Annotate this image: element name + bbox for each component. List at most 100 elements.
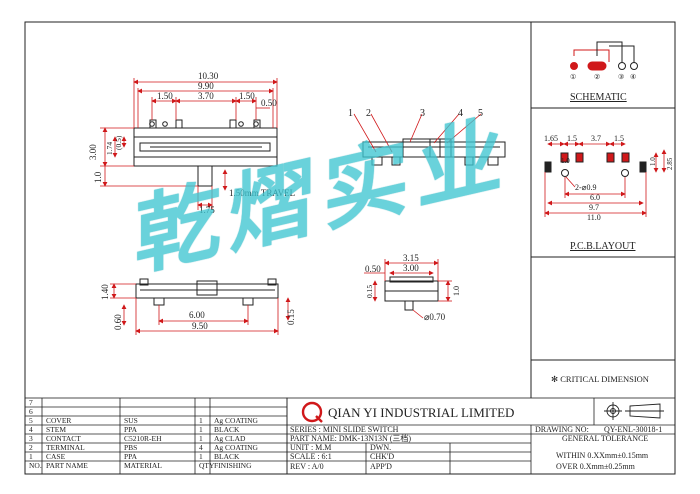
dim-pitch-left: 1.50: [157, 91, 173, 101]
front-view: [362, 138, 506, 166]
scale-label: SCALE : 6:1: [290, 452, 332, 461]
unit-label: UNIT : M.M: [290, 443, 331, 452]
bom-finish: BLACK: [214, 425, 240, 434]
dim-rail-width: 9.90: [198, 81, 214, 91]
drawing-no-label: DRAWING NO:: [535, 425, 589, 434]
bottom-view-body: [135, 283, 279, 299]
bom-no: 3: [29, 434, 33, 443]
bom-part: CASE: [46, 452, 66, 461]
front-view-body: [362, 141, 506, 158]
bom-finish: Ag CLAD: [214, 434, 246, 443]
pcb-dim-2: 1.5: [567, 134, 577, 143]
callout-5: 5: [478, 108, 483, 119]
travel-note: 1.50mm TRAVEL: [229, 188, 295, 198]
critical-dimension-note: ✻ CRITICAL DIMENSION: [551, 374, 649, 384]
bom-no: 5: [29, 416, 33, 425]
pcb-title: P.C.B.LAYOUT: [570, 241, 635, 252]
dim-bottom-height: 1.40: [100, 284, 110, 300]
bom-no: 6: [29, 407, 33, 416]
dim-post-span: 6.00: [189, 310, 205, 320]
pcb-dim-11: 11.0: [587, 213, 601, 222]
bom-material: PPA: [124, 452, 138, 461]
pcb-dim-7: 2.85: [666, 157, 674, 170]
title-block-labels: SERIES : MINI SLIDE SWITCH PART NAME: DM…: [290, 425, 662, 471]
dim-knob-height: 1.0: [93, 171, 103, 183]
dim-post-diameter: ⌀0.70: [424, 312, 446, 322]
dwn-label: DWN.: [370, 443, 391, 452]
tolerance-within: WITHIN 0.XXmm±0.15mm: [556, 451, 649, 460]
bom-finish: FINISHING: [214, 461, 252, 470]
dim-bottom-right: 0.15: [286, 309, 296, 325]
dim-pitch-right: 1.50: [239, 91, 255, 101]
chkd-label: CHK'D: [370, 452, 394, 461]
pcb-pads: [544, 152, 647, 177]
front-view-callouts: 1 2 3 4 5: [348, 108, 483, 119]
bom-material: SUS: [124, 416, 138, 425]
callout-1: 1: [348, 108, 353, 119]
bom-no: NO.: [29, 461, 42, 470]
pcb-dim-5: 1.0: [561, 157, 570, 165]
series-label: SERIES : MINI SLIDE SWITCH: [290, 425, 399, 434]
drawing-no: QY-ENL-30018-1: [604, 425, 662, 434]
bom-part: CONTACT: [46, 434, 81, 443]
dim-bottom-left: 0.60: [113, 314, 123, 330]
side-view: [384, 276, 439, 311]
side-view-labels: 3.15 3.00 0.50 0.15 1.0 ⌀0.70: [365, 253, 461, 322]
callout-4: 4: [458, 108, 463, 119]
side-view-dimensions: [364, 259, 452, 319]
bom-finish: Ag COATING: [214, 443, 259, 452]
company-logo: [301, 401, 323, 423]
bom-qty: QTY: [199, 461, 215, 470]
company-name: QIAN YI INDUSTRIAL LIMITED: [328, 405, 514, 420]
projection-symbol-icon: [604, 402, 664, 420]
pcb-labels: 1.65 1.5 3.7 1.5 1.0 1.0 2.85 2-⌀0.9 6.0…: [544, 134, 674, 222]
svg-text:①: ①: [570, 73, 576, 81]
bom-qty: 4: [199, 443, 203, 452]
dim-center-span: 3.70: [198, 91, 214, 101]
pcb-dim-10: 9.7: [589, 203, 599, 212]
bom-no: 4: [29, 425, 33, 434]
dim-body-length: 9.50: [192, 321, 208, 331]
bom-material: PBS: [124, 443, 137, 452]
top-view-labels: 10.30 9.90 1.50 3.70 1.50 0.50 3.00 1.74…: [88, 71, 295, 215]
bom-finish: Ag COATING: [214, 416, 259, 425]
dim-height-total: 3.00: [88, 144, 98, 160]
bottom-view-labels: 1.40 6.00 9.50 0.60 0.15: [100, 284, 296, 331]
dim-overall-width: 10.30: [198, 71, 219, 81]
svg-text:②: ②: [594, 73, 600, 81]
bom-qty: 1: [199, 416, 203, 425]
bom-no: 2: [29, 443, 33, 452]
pcb-dim-4: 1.5: [614, 134, 624, 143]
pcb-dim-9: 6.0: [590, 193, 600, 202]
dim-side-height-right: 1.0: [452, 286, 461, 296]
bom-material: PPA: [124, 425, 138, 434]
bom-qty: 1: [199, 452, 203, 461]
top-view-dimensions: [100, 78, 278, 210]
dim-knob-width: 1.75: [199, 205, 215, 215]
bom-part: COVER: [46, 416, 71, 425]
top-view-knob: [197, 165, 213, 187]
svg-text:④: ④: [630, 73, 636, 81]
svg-text:③: ③: [618, 73, 624, 81]
pcb-dim-1: 1.65: [544, 134, 558, 143]
pcb-dim-3: 3.7: [591, 134, 601, 143]
bom-material: C5210R-EH: [124, 434, 162, 443]
dim-b: (0.5): [114, 135, 123, 150]
dim-side-width-upper: 3.00: [403, 263, 419, 273]
pcb-dim-8: 2-⌀0.9: [575, 183, 596, 192]
bom-finish: BLACK: [214, 452, 240, 461]
bom-part: PART NAME: [46, 461, 88, 470]
pcb-dim-6: 1.0: [649, 157, 657, 166]
bom-no: 7: [29, 398, 33, 407]
tolerance-title: GENERAL TOLERANCE: [562, 434, 648, 443]
callout-3: 3: [420, 108, 425, 119]
dim-side-depth: 3.15: [403, 253, 419, 263]
bom-no: 1: [29, 452, 33, 461]
front-view-leaders: [353, 113, 482, 153]
dim-pin-width: 0.50: [261, 98, 277, 108]
bom-part: STEM: [46, 425, 66, 434]
top-view: [133, 119, 278, 187]
part-name-label: PART NAME: DMK-13N13N (三档): [290, 433, 411, 443]
bom-table-grid: [24, 397, 288, 475]
